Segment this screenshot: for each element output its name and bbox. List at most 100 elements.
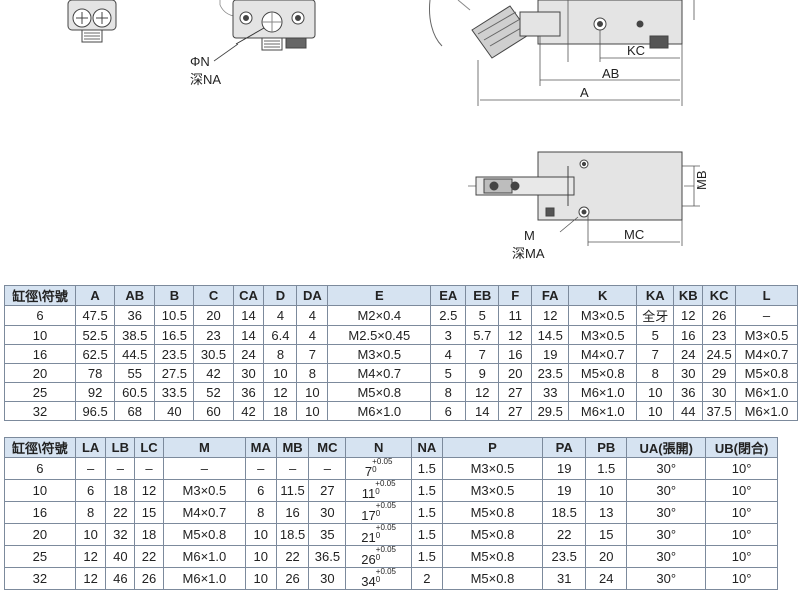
label-kc: KC	[627, 43, 645, 58]
table-cell: M3×0.5	[162, 479, 246, 502]
table-cell: M6×1.0	[568, 382, 638, 402]
table-cell: 38.5	[114, 325, 156, 345]
table-cell: 22	[275, 545, 310, 568]
table-cell: 10°	[705, 545, 778, 568]
label-ab: AB	[602, 66, 619, 81]
table-cell: M5×0.8	[568, 363, 638, 383]
column-header: MB	[275, 437, 310, 458]
column-header: FA	[531, 285, 570, 306]
label-phi-n: ΦN	[190, 54, 210, 69]
table-cell: M2.5×0.45	[327, 325, 432, 345]
table-cell: 16	[673, 325, 704, 345]
table-cell: 23.5	[542, 545, 587, 568]
table-cell: 23	[702, 325, 737, 345]
table-cell: M6×1.0	[162, 567, 246, 590]
table-cell: 37.5	[702, 401, 737, 421]
table-cell: 68	[114, 401, 156, 421]
table-cell: 27	[498, 382, 533, 402]
table-cell: 25	[4, 545, 76, 568]
tolerance-lower: 0	[375, 553, 381, 562]
table-cell: M5×0.8	[441, 523, 544, 546]
table-cell: 20	[3, 363, 77, 383]
table-cell: 12	[465, 382, 500, 402]
table-cell: –	[308, 457, 347, 480]
table-cell: –	[735, 305, 798, 326]
table-cell: 30°	[626, 501, 707, 524]
column-header: EB	[465, 285, 500, 306]
table-cell: 32	[105, 523, 136, 546]
table-cell: 7	[636, 344, 675, 364]
tolerance-upper: +0.05	[375, 545, 397, 554]
table-cell: M5×0.8	[441, 567, 544, 590]
table-cell: 14	[232, 305, 265, 326]
table-cell: 24.5	[702, 344, 737, 364]
table-cell: 4	[296, 325, 329, 345]
table-cell: 14.5	[531, 325, 570, 345]
table-cell: M3×0.5	[327, 344, 432, 364]
table-cell: 18.5	[275, 523, 310, 546]
table-cell: 29.5	[531, 401, 570, 421]
tolerance-lower: 0	[375, 575, 381, 584]
table-cell: 30.5	[193, 344, 234, 364]
table-cell: 11.5	[275, 479, 310, 502]
table-cell: 18	[105, 479, 136, 502]
table-cell: 1.5	[410, 457, 443, 480]
table-cell: 36.5	[308, 545, 347, 568]
column-header: N	[345, 437, 412, 458]
table-cell: 1.5	[410, 523, 443, 546]
column-header: PA	[542, 437, 587, 458]
table-cell: 20	[585, 545, 628, 568]
table-cell: 2	[410, 567, 443, 590]
table-cell: 26	[275, 567, 310, 590]
table-cell: 7	[296, 344, 329, 364]
table-cell: 1.5	[585, 457, 628, 480]
table-cell: 19	[542, 479, 587, 502]
table-cell: 10	[74, 523, 107, 546]
table-cell: 26	[134, 567, 164, 590]
bottom-right-view	[468, 151, 700, 221]
n-value: 26	[361, 552, 376, 567]
table-cell: 6	[430, 401, 467, 421]
table-cell: 24	[232, 344, 265, 364]
table-cell: 30°	[626, 545, 707, 568]
table-cell: 10	[3, 325, 77, 345]
table-cell: M6×1.0	[568, 401, 638, 421]
table-cell: 27	[308, 479, 347, 502]
table-cell: 46	[105, 567, 136, 590]
table-cell: 10	[636, 401, 675, 421]
table-cell: M6×1.0	[735, 382, 798, 402]
table-cell: 9	[465, 363, 500, 383]
n-value: 34	[361, 574, 376, 589]
table-cell: 18	[263, 401, 298, 421]
table-cell: 24	[673, 344, 704, 364]
column-header: P	[441, 437, 544, 458]
table-cell: 30	[308, 567, 347, 590]
table-cell: 27.5	[154, 363, 195, 383]
table-cell: 30	[308, 501, 347, 524]
dimension-lines	[477, 0, 695, 106]
table-cell: –	[105, 457, 136, 480]
table-cell: 25	[3, 382, 77, 402]
column-header: K	[568, 285, 638, 306]
table-cell: M2×0.4	[327, 305, 432, 326]
table-cell: 6	[74, 479, 107, 502]
column-header: AB	[114, 285, 156, 306]
tolerance-upper: +0.05	[372, 457, 393, 466]
table-cell: 14	[232, 325, 265, 345]
tolerance-lower: 0	[372, 465, 377, 474]
table-cell: 22	[542, 523, 587, 546]
table-cell: M3×0.5	[735, 325, 798, 345]
table-cell: 11	[498, 305, 533, 326]
table-cell: 30°	[626, 523, 707, 546]
column-header: LA	[74, 437, 107, 458]
